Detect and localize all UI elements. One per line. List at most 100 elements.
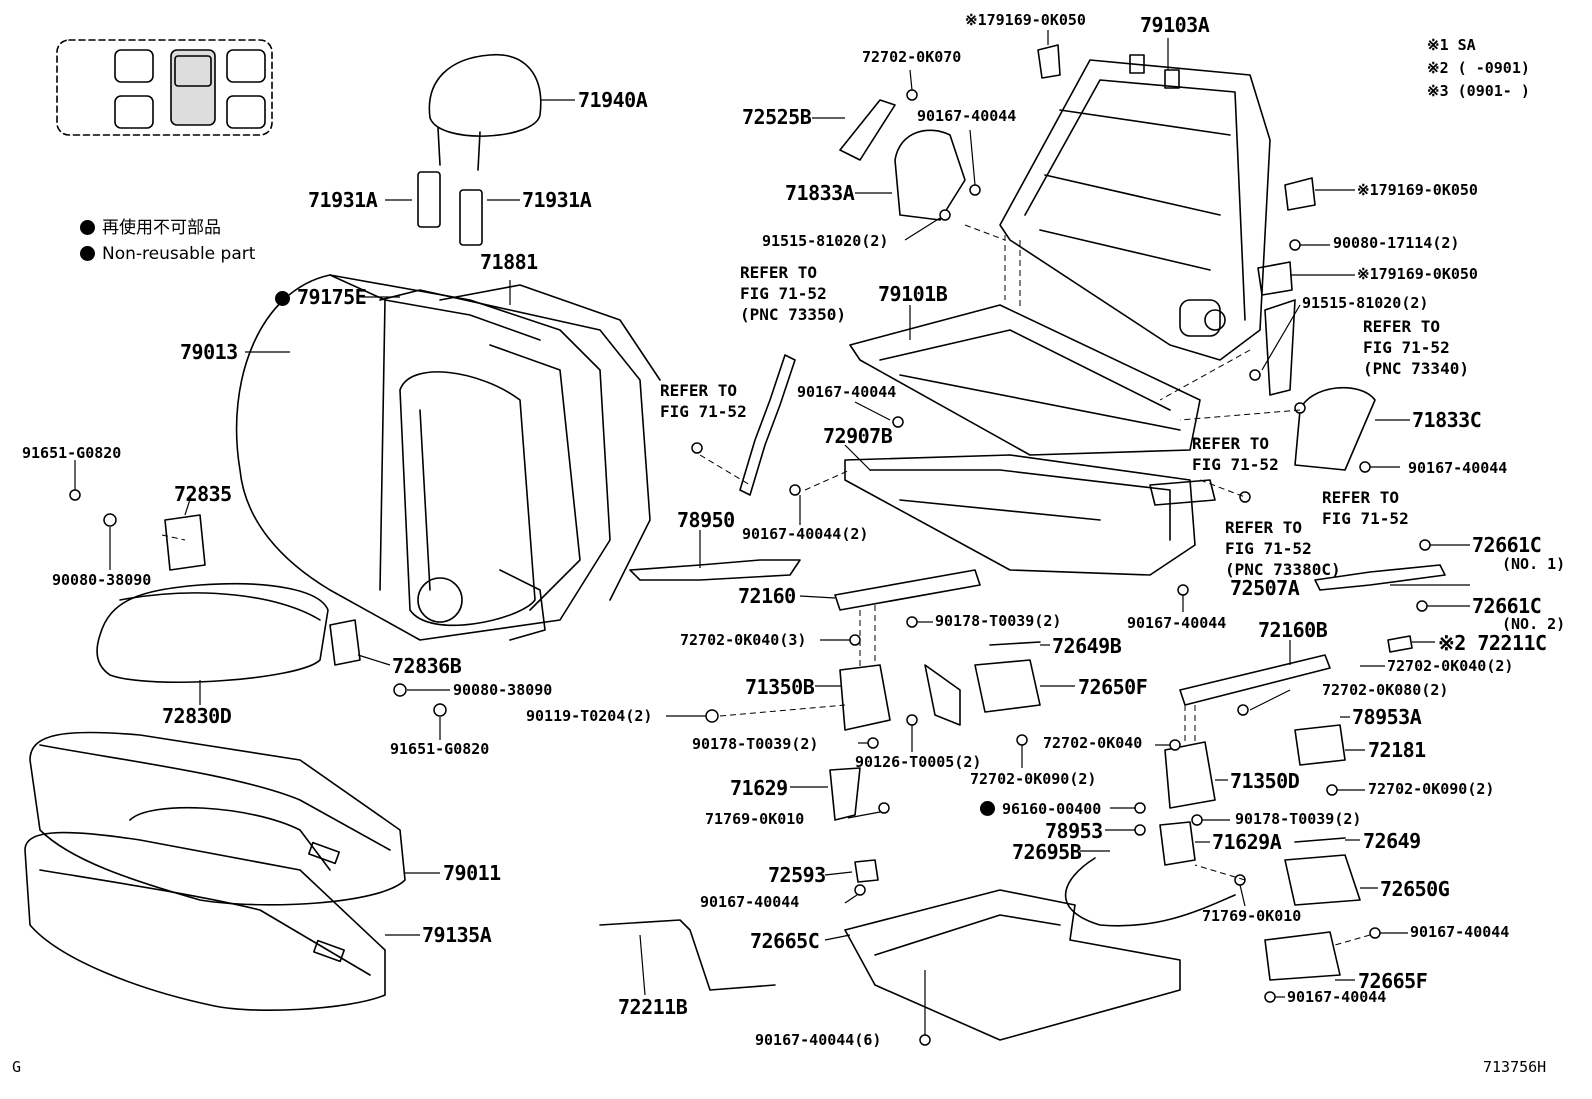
non-reusable-dot-icon [80, 220, 95, 235]
part-label: 71350B [745, 675, 815, 699]
part-label: 72507A [1230, 576, 1300, 600]
part-label: 90167-40044(6) [755, 1031, 882, 1049]
part-label: 71350D [1230, 769, 1300, 793]
part-label: 71833A [785, 181, 855, 205]
bracket-72593-drawing [854, 859, 879, 883]
part-label: ※179169-0K050 [1357, 181, 1478, 199]
bolt-90167-40044-e [854, 884, 866, 896]
part-label: 90167-40044(2) [742, 525, 869, 543]
part-label: 72593 [768, 863, 826, 887]
bolt-90178-T0039-c [1191, 814, 1203, 826]
belt-78950-drawing [629, 559, 801, 581]
non-reusable-dot-icon [80, 246, 95, 261]
ring-96160-00400 [1134, 802, 1146, 814]
bracket-72836B-drawing [329, 619, 361, 666]
part-label: 79135A [422, 923, 492, 947]
seat-layout-inset [56, 39, 273, 136]
part-label: 71629 [730, 776, 788, 800]
legend-en: Non-reusable part [80, 246, 255, 263]
part-label: 71881 [480, 250, 538, 274]
part-label: 72702-0K040(2) [1387, 657, 1514, 675]
non-reusable-dot-icon [275, 291, 290, 306]
seat-cushion-drawing [24, 731, 406, 1012]
part-label: 71769-0K010 [1202, 907, 1302, 925]
part-label: 90178-T0039(2) [692, 735, 819, 753]
part-label: 90178-T0039(2) [1235, 810, 1362, 828]
part-label: 72661C [1472, 594, 1542, 618]
part-label: 90167-40044 [1408, 459, 1508, 477]
bolt-90167-40044-6 [919, 1034, 931, 1046]
rail-72160B-drawing [1179, 654, 1331, 706]
bolt-90167-40044-d [1177, 584, 1189, 596]
clip-179169-r1-drawing [1284, 177, 1316, 211]
part-label: 90167-40044 [1127, 614, 1227, 632]
part-label: 72665F [1358, 969, 1428, 993]
bolt-72702-0K090-b [1326, 784, 1338, 796]
cover-71629-drawing [829, 767, 861, 821]
headrest-drawing [417, 54, 542, 246]
part-label: 72650F [1078, 675, 1148, 699]
part-label: 72702-0K090(2) [1368, 780, 1495, 798]
spring-72649-drawing [1294, 837, 1346, 843]
tray-72665C-drawing [844, 889, 1181, 1041]
part-label: 72650G [1380, 877, 1450, 901]
part-label: 72160 [738, 584, 796, 608]
part-label: 72649 [1363, 829, 1421, 853]
bolt-72702-0K040 [1169, 739, 1181, 751]
bolt-90178-T0039-b [867, 737, 879, 749]
bolt-72702-0K070 [906, 89, 918, 101]
part-label: 72702-0K080(2) [1322, 681, 1449, 699]
part-label: 72181 [1368, 738, 1426, 762]
part-label: 71833C [1412, 408, 1482, 432]
part-label: 71940A [578, 88, 648, 112]
cover-72665F-drawing [1264, 931, 1341, 981]
bolt-90119-T0204 [705, 709, 719, 723]
part-label: 72160B [1258, 618, 1328, 642]
part-label: 72702-0K070 [862, 48, 962, 66]
part-label: 72830D [162, 704, 232, 728]
part-label: 91515-81020(2) [1302, 294, 1429, 312]
bracket-72835-drawing [164, 514, 206, 571]
part-label: 71629A [1212, 830, 1282, 854]
strap-72507A-drawing [1314, 564, 1446, 591]
buckle-bracket-drawing [1264, 299, 1296, 396]
part-label: 90119-T0204(2) [526, 707, 653, 725]
part-label: 91651-G0820 [390, 740, 490, 758]
part-label: 90167-40044 [797, 383, 897, 401]
non-reusable-dot-icon [980, 801, 995, 816]
rod-72211B-drawing [599, 919, 776, 991]
seat-back-drawing [235, 274, 661, 641]
part-label: 79175E [275, 287, 367, 307]
part-label: 72836B [392, 654, 462, 678]
hinge-cover-left-drawing [894, 129, 966, 221]
part-label: 90167-40044 [1410, 923, 1510, 941]
part-label: 72907B [823, 424, 893, 448]
bolt-72702-0K040-3 [849, 634, 861, 646]
part-label: 90178-T0039(2) [935, 612, 1062, 630]
part-label: 72702-0K040(3) [680, 631, 807, 649]
bolt-72702-0K090-a [1016, 734, 1028, 746]
part-label: 91651-G0820 [22, 444, 122, 462]
part-label: 78953A [1352, 705, 1422, 729]
part-label: 72661C [1472, 533, 1542, 557]
part-label: 90167-40044 [1287, 988, 1387, 1006]
bolt-91515-81020-a [939, 209, 951, 221]
part-label: 72525B [742, 105, 812, 129]
footer-left: G [12, 1058, 22, 1076]
part-label: 71931A [522, 188, 592, 212]
part-label: 72835 [174, 482, 232, 506]
part-label: 72702-0K090(2) [970, 770, 1097, 788]
bolt-90167-40044-a [969, 184, 981, 196]
cable-72695B-drawing [1064, 857, 1236, 927]
part-label: 72702-0K040 [1043, 734, 1143, 752]
clip-179169-top-drawing [1037, 44, 1061, 79]
part-label: 79011 [443, 861, 501, 885]
spring-72649B-drawing [989, 641, 1041, 646]
seat-pan-drawing [844, 454, 1216, 576]
part-label: 90126-T0005(2) [855, 753, 982, 771]
